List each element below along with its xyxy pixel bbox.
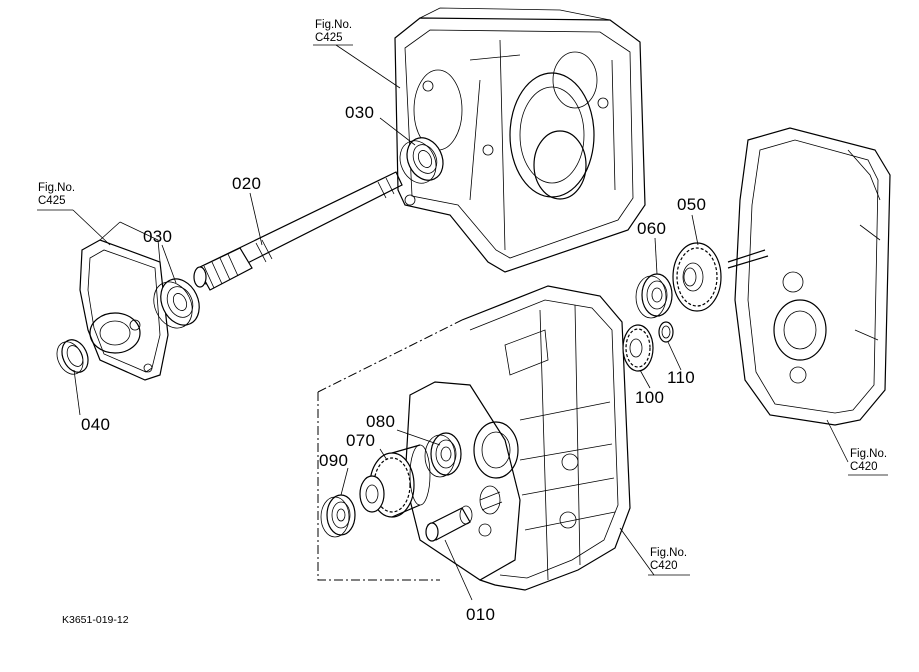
bearing-060: [635, 273, 673, 319]
lower-gear-case: [404, 285, 631, 591]
gear-050: [672, 242, 722, 312]
gear-070: [359, 444, 431, 518]
part-label-110: 110: [667, 368, 696, 387]
upper-transmission-case: [394, 7, 646, 273]
right-transmission-case: [727, 127, 891, 426]
part-label-050: 050: [677, 195, 707, 214]
bearing-080: [424, 432, 462, 478]
leader-lines: [72, 44, 849, 601]
fig-ref-underlines: [37, 44, 888, 576]
fig-ref-top-line2: C425: [315, 32, 343, 44]
fig-ref-bottom: Fig.No. C420: [650, 547, 687, 573]
fig-ref-top-line1: Fig.No.: [315, 19, 353, 31]
part-label-070: 070: [346, 431, 376, 450]
bearing-090: [320, 494, 356, 538]
part-label-090: 090: [319, 451, 349, 470]
oil-seal-040: [56, 339, 89, 375]
left-cover-plate: [79, 221, 169, 381]
fig-ref-bottom-line1: Fig.No.: [650, 547, 688, 559]
fig-ref-bottom-line2: C420: [650, 560, 678, 572]
part-label-020: 020: [232, 174, 262, 193]
drawing-code: K3651-019-12: [62, 614, 129, 626]
fig-ref-right: Fig.No. C420: [850, 448, 887, 474]
shaft-020: [193, 171, 403, 291]
part-label-100: 100: [635, 388, 665, 407]
gear-100: [622, 324, 654, 372]
fig-ref-left-line2: C425: [38, 195, 66, 207]
fig-ref-right-line2: C420: [850, 461, 878, 473]
part-label-030-lower: 030: [143, 227, 173, 246]
bearing-030-upper: [399, 137, 444, 184]
part-label-030-upper: 030: [345, 103, 375, 122]
fig-ref-right-line1: Fig.No.: [850, 448, 888, 460]
collar-010: [425, 485, 503, 542]
bearing-030-lower: [153, 278, 200, 329]
ring-110: [658, 321, 674, 343]
part-label-040: 040: [81, 415, 111, 434]
part-label-080: 080: [366, 412, 396, 431]
fig-ref-left: Fig.No. C425: [38, 182, 75, 208]
part-label-010: 010: [466, 605, 496, 624]
fig-ref-left-line1: Fig.No.: [38, 182, 76, 194]
fig-ref-top: Fig.No. C425: [315, 19, 352, 45]
part-label-060: 060: [637, 219, 667, 238]
assembly-bracket: [317, 319, 463, 581]
